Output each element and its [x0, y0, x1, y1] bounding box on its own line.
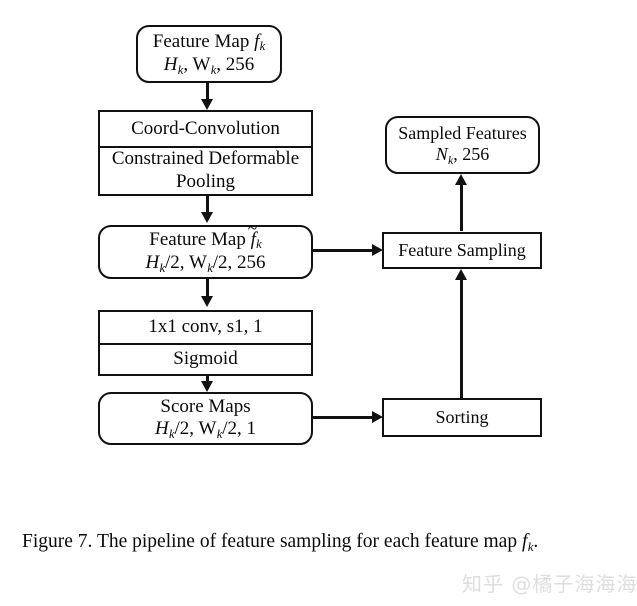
node-sampled-features-line2: Nk, 256 — [435, 144, 490, 167]
node-constrained-deformable-pooling: Constrained Deformable Pooling — [100, 146, 311, 194]
node-feature-map-fk: Feature Map fk Hk, Wk, 256 — [136, 25, 282, 83]
node-sampled-features: Sampled Features Nk, 256 — [385, 116, 540, 174]
caption-prefix: Figure 7. — [22, 531, 93, 552]
node-coordconv-pooling-stack: Coord-Convolution Constrained Deformable… — [98, 110, 313, 196]
edge-ftilde-to-conv1x1-line — [206, 279, 209, 299]
node-sorting-label: Sorting — [435, 406, 489, 427]
node-feature-map-ftilde-k-line1: Feature Map ~fk — [149, 217, 262, 252]
node-coord-convolution: Coord-Convolution — [100, 112, 311, 146]
node-feature-map-ftilde-k-line2: Hk/2, Wk/2, 256 — [145, 252, 266, 275]
node-feature-sampling: Feature Sampling — [382, 232, 542, 269]
caption-text: The pipeline of feature sampling for eac… — [92, 531, 522, 552]
node-conv1x1: 1x1 conv, s1, 1 — [100, 312, 311, 343]
edge-sorting-to-featuresampling-line — [460, 279, 463, 398]
node-score-maps-line2: Hk/2, Wk/2, 1 — [154, 418, 257, 441]
edge-featuresampling-to-sampledfeatures-line — [460, 184, 463, 231]
node-feature-map-ftilde-k: Feature Map ~fk Hk/2, Wk/2, 256 — [98, 217, 313, 279]
node-feature-map-fk-line2: Hk, Wk, 256 — [163, 54, 255, 77]
figure-caption: Figure 7. The pipeline of feature sampli… — [22, 528, 620, 556]
edge-sigmoid-to-scoremaps-line — [206, 376, 209, 384]
edge-pooling-to-ftilde-arrowhead — [201, 212, 213, 223]
caption-sub: k — [527, 539, 534, 554]
node-pooling-line2: Pooling — [175, 171, 236, 193]
node-conv-sigmoid-stack: 1x1 conv, s1, 1 Sigmoid — [98, 310, 313, 376]
node-sigmoid: Sigmoid — [100, 342, 311, 374]
edge-sigmoid-to-scoremaps-arrowhead — [201, 381, 213, 392]
tilde-accent: ~ — [247, 217, 258, 238]
node-score-maps-line1: Score Maps — [160, 395, 251, 417]
node-coord-convolution-label: Coord-Convolution — [131, 117, 280, 139]
node-feature-sampling-label: Feature Sampling — [398, 239, 526, 260]
edge-ftilde-to-conv1x1-arrowhead — [201, 296, 213, 307]
node-sigmoid-label: Sigmoid — [173, 348, 238, 370]
edge-pooling-to-ftilde-line — [206, 196, 209, 214]
watermark: 知乎 @橘子海海海 — [462, 572, 637, 596]
node-feature-map-fk-line1: Feature Map fk — [152, 30, 266, 54]
edge-fk-to-coordconv-arrowhead — [201, 99, 213, 110]
edge-scoremaps-to-sorting-arrowhead — [372, 411, 383, 423]
edge-featuresampling-to-sampledfeatures-arrowhead — [455, 174, 467, 185]
edge-fk-to-coordconv-line — [206, 83, 209, 103]
caption-suffix: . — [533, 531, 539, 552]
node-pooling-line1: Constrained Deformable — [111, 148, 300, 170]
edge-sorting-to-featuresampling-arrowhead — [455, 269, 467, 280]
node-sampled-features-line1: Sampled Features — [398, 123, 527, 144]
edge-ftilde-to-featuresampling-line — [313, 249, 374, 252]
edge-ftilde-to-featuresampling-arrowhead — [372, 244, 383, 256]
node-conv1x1-label: 1x1 conv, s1, 1 — [148, 316, 263, 338]
node-sorting: Sorting — [382, 398, 542, 437]
edge-scoremaps-to-sorting-line — [313, 416, 374, 419]
figure-diagram: Feature Map fk Hk, Wk, 256 Coord-Convolu… — [98, 25, 542, 445]
node-score-maps: Score Maps Hk/2, Wk/2, 1 — [98, 392, 313, 445]
caption-var: f — [521, 531, 528, 552]
